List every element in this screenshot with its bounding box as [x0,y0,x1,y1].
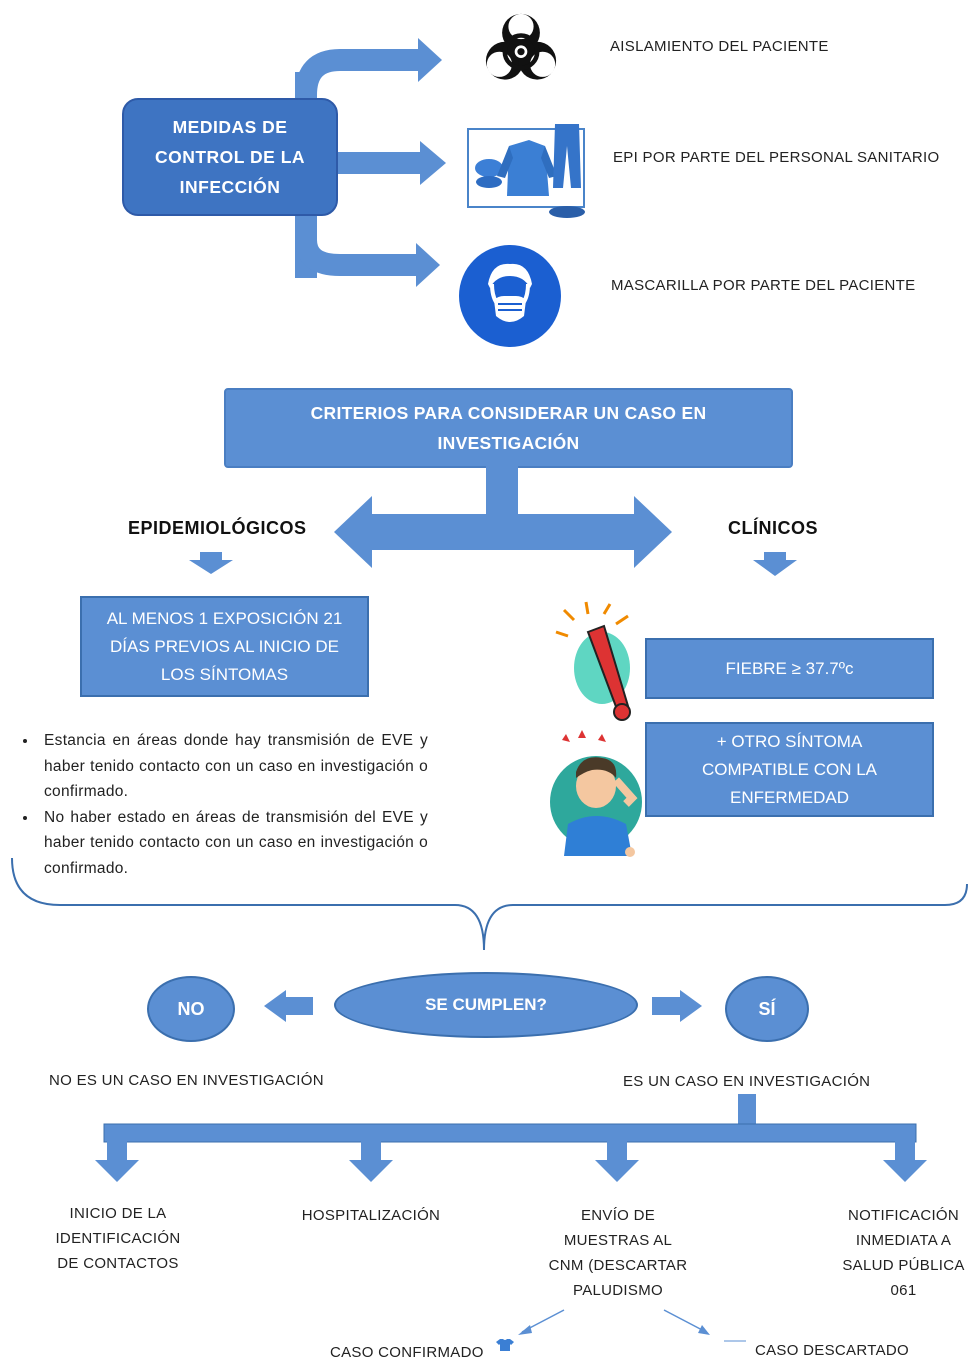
arrow-to-isolation [418,38,442,82]
arrow-to-no [264,990,286,1022]
measure-label-ppe: EPI POR PARTE DEL PERSONAL SANITARIO [613,149,940,166]
action-contacts-line-3: DE CONTACTOS [57,1255,179,1272]
clinical-heading: CLÍNICOS [728,518,819,538]
action-contacts-line-1: INICIO DE LA [69,1205,167,1222]
arrow-to-yes [680,990,702,1022]
fever-box: FIEBRE ≥ 37.7ºc [645,638,934,699]
arrow-down-samples [595,1140,639,1182]
ppe-suit-icon [467,124,585,218]
action-samples-line-3: CNM (DESCARTAR [548,1257,688,1274]
arrow-to-discarded [698,1325,710,1335]
decision-ellipse: SE CUMPLEN? [334,972,638,1038]
infection-control-box: MEDIDAS DE CONTROL DE LA INFECCIÓN [122,98,338,216]
arrow-to-ppe [420,141,446,185]
no-label: NO [177,998,205,1019]
action-notification: NOTIFICACIÓN INMEDIATA A SALUD PÚBLICA 0… [838,1203,969,1303]
action-hospitalization: HOSPITALIZACIÓN [290,1203,452,1228]
tshirt-icon [496,1339,514,1351]
action-samples-line-4: PALUDISMO [573,1282,663,1299]
epidemiological-heading: EPIDEMIOLÓGICOS [128,518,307,538]
infection-control-line-2: CONTROL DE LA [154,147,306,167]
exposure-line-1: AL MENOS 1 EXPOSICIÓN 21 [106,608,343,628]
yes-label: SÍ [758,998,776,1019]
no-result-text: NO ES UN CASO EN INVESTIGACIÓN [49,1072,324,1089]
action-samples-line-1: ENVÍO DE [580,1207,656,1224]
biohazard-icon [485,13,557,80]
no-ellipse: NO [147,976,235,1042]
exposure-line-3: LOS SÍNTOMAS [160,664,289,684]
criteria-title-line-1: CRITERIOS PARA CONSIDERAR UN CASO EN [310,403,707,423]
infection-control-line-1: MEDIDAS DE [172,117,288,137]
action-samples: ENVÍO DE MUESTRAS AL CNM (DESCARTAR PALU… [537,1203,699,1303]
action-notification-line-1: NOTIFICACIÓN [847,1207,960,1224]
action-contacts-line-2: IDENTIFICACIÓN [55,1230,181,1247]
action-notification-line-3: SALUD PÚBLICA [842,1257,965,1274]
action-contacts: INICIO DE LA IDENTIFICACIÓN DE CONTACTOS [40,1201,196,1276]
headache-person-icon [550,730,642,857]
arrow-left-criteria [334,496,372,568]
arrow-to-confirmed [518,1325,532,1335]
confirmed-case-text: CASO CONFIRMADO [330,1344,484,1361]
exposure-line-2: DÍAS PREVIOS AL INICIO DE [110,636,339,656]
exposure-box: AL MENOS 1 EXPOSICIÓN 21 DÍAS PREVIOS AL… [80,596,369,697]
thermometer-icon [555,601,631,721]
action-notification-line-4: 061 [890,1282,917,1299]
arrow-to-mask [416,243,440,287]
face-mask-icon [459,245,561,347]
arrow-down-notify [883,1140,927,1182]
other-symptom-line-3: ENFERMEDAD [729,787,849,807]
action-notification-line-2: INMEDIATA A [855,1232,952,1249]
epidemiological-criteria-list: Estancia en áreas donde hay transmisión … [0,728,428,881]
decision-question: SE CUMPLEN? [425,995,547,1014]
arrow-down-epi [189,552,233,574]
arrow-down-clinic [753,552,797,576]
yes-result-text: ES UN CASO EN INVESTIGACIÓN [623,1073,871,1090]
arrow-down-contacts [95,1140,139,1182]
infection-control-line-3: INFECCIÓN [179,177,281,197]
yes-ellipse: SÍ [725,976,809,1042]
other-symptom-box: + OTRO SÍNTOMA COMPATIBLE CON LA ENFERME… [645,722,934,817]
arrow-down-hospital [349,1140,393,1182]
arrow-right-criteria [634,496,672,568]
action-samples-line-2: MUESTRAS AL [563,1232,673,1249]
discarded-case-text: CASO DESCARTADO [755,1342,909,1359]
measure-label-isolation: AISLAMIENTO DEL PACIENTE [610,38,829,55]
criteria-title-line-2: INVESTIGACIÓN [437,433,580,453]
other-symptom-line-1: + OTRO SÍNTOMA [716,731,863,751]
criteria-bullet-2: No haber estado en áreas de transmisión … [38,805,428,882]
measure-label-mask: MASCARILLA POR PARTE DEL PACIENTE [611,277,916,294]
action-hospitalization-line-1: HOSPITALIZACIÓN [301,1207,441,1224]
other-symptom-line-2: COMPATIBLE CON LA [701,759,878,779]
criteria-title-box: CRITERIOS PARA CONSIDERAR UN CASO EN INV… [224,388,793,468]
criteria-bullet-1: Estancia en áreas donde hay transmisión … [38,728,428,805]
